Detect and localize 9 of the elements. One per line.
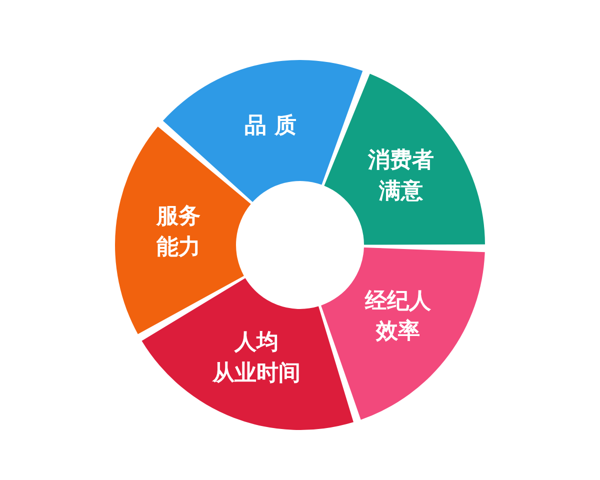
segment-label: 服务能力	[156, 204, 201, 262]
ring-segment	[162, 60, 363, 203]
ring-segment	[141, 278, 354, 430]
segment-label: 经纪人效率	[365, 288, 432, 347]
segment-label: 人均从业时间	[212, 329, 300, 388]
ring-segment	[321, 247, 485, 420]
segment-label: 品 质	[244, 112, 296, 140]
segment-label: 消费者满意	[368, 146, 434, 206]
ring-segment	[324, 73, 485, 245]
